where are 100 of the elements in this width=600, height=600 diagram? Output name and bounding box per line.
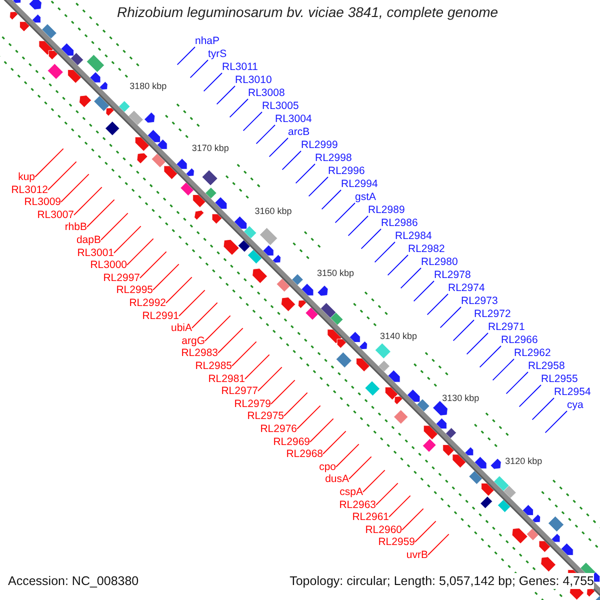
gene-label: uvrB xyxy=(406,549,428,561)
gene-label: arcB xyxy=(288,126,310,138)
leader-line xyxy=(203,72,222,92)
gene-label: RL2958 xyxy=(528,360,565,372)
gene-label: argG xyxy=(182,335,205,347)
gene-label: RL2998 xyxy=(315,152,352,164)
leader-line xyxy=(256,124,276,144)
gene-label: RL2968 xyxy=(286,448,323,460)
gene-label: RL2999 xyxy=(301,139,338,151)
gene-label: RL2972 xyxy=(474,308,511,320)
gene-label: RL2971 xyxy=(488,321,525,333)
gene-label: RL3001 xyxy=(77,247,114,259)
leader-line xyxy=(348,216,368,236)
gene-label: rhbB xyxy=(64,221,87,233)
gene-label: RL2983 xyxy=(181,347,218,359)
leader-line xyxy=(426,294,448,316)
scale-tick-label: 3150 kbp xyxy=(317,268,354,278)
leader-line xyxy=(506,372,528,394)
leader-line xyxy=(140,251,167,278)
gene-label: RL2997 xyxy=(103,272,140,284)
leader-line xyxy=(402,508,424,530)
gene-label: RL2966 xyxy=(501,334,538,346)
gene-label: RL2984 xyxy=(395,230,432,242)
leader-line xyxy=(374,242,396,263)
gene-label: kup xyxy=(18,171,35,183)
gene-label: RL2991 xyxy=(142,310,179,322)
leader-line xyxy=(362,470,386,492)
leader-line xyxy=(178,290,206,316)
leader-line xyxy=(400,268,422,289)
leader-line xyxy=(452,320,474,342)
gene-label: RL2955 xyxy=(541,373,578,385)
gene-label: RL2976 xyxy=(260,423,297,435)
gene-label: RL2954 xyxy=(554,386,591,398)
leader-line xyxy=(544,410,568,434)
gene-label: nhaP xyxy=(195,35,220,47)
gene-label: RL2979 xyxy=(234,398,271,410)
leader-line xyxy=(74,186,102,216)
scale-tick-label: 3120 kbp xyxy=(505,456,542,466)
gene-label: RL2960 xyxy=(365,524,402,536)
gene-label: RL2961 xyxy=(352,511,389,523)
gene-label: RL3011 xyxy=(222,61,258,73)
leader-line xyxy=(268,138,288,158)
leader-line xyxy=(376,482,398,506)
gene-label: RL2974 xyxy=(448,282,485,294)
leader-line xyxy=(232,341,257,366)
gene-label: RL2994 xyxy=(341,178,378,190)
leader-line xyxy=(282,150,302,170)
leader-line xyxy=(86,199,115,228)
leader-line xyxy=(479,346,502,368)
leader-line xyxy=(34,148,64,178)
gene-label: RL2977 xyxy=(221,385,258,397)
gene-label: cspA xyxy=(340,486,363,498)
leader-line xyxy=(360,228,382,250)
gene-label: tyrS xyxy=(208,48,227,60)
leader-line xyxy=(114,226,142,254)
leader-line xyxy=(310,418,334,442)
gene-label: RL3007 xyxy=(37,209,74,221)
gene-label: RL2963 xyxy=(339,499,376,511)
leader-line xyxy=(216,86,236,105)
leader-line xyxy=(242,112,262,132)
gene-label: RL3005 xyxy=(262,100,299,112)
leader-line xyxy=(334,202,356,224)
leader-line xyxy=(218,328,244,354)
gene-label: ubiA xyxy=(170,322,192,334)
leader-line xyxy=(518,384,542,408)
accession-note: Accession: NC_008380 xyxy=(8,573,139,589)
leader-line xyxy=(414,520,436,542)
gene-label: RL3000 xyxy=(90,259,127,271)
scale-tick-label: 3160 kbp xyxy=(254,206,292,216)
leader-line xyxy=(176,46,196,66)
leader-line xyxy=(532,398,554,420)
scale-tick-label: 3130 kbp xyxy=(442,393,480,404)
leader-line xyxy=(387,254,408,276)
leader-line xyxy=(413,280,434,302)
gene-label: RL2969 xyxy=(273,436,310,448)
leader-line xyxy=(192,302,218,328)
leader-line xyxy=(466,332,488,355)
leader-line xyxy=(492,358,514,381)
gene-label: RL2978 xyxy=(434,269,471,281)
leader-line xyxy=(322,430,346,454)
leader-line xyxy=(308,176,328,197)
scale-tick-label: 3140 kbp xyxy=(380,330,417,341)
gene-label: RL3009 xyxy=(24,196,61,208)
gene-label: RL2973 xyxy=(461,295,498,307)
leader-line xyxy=(229,98,248,118)
leader-line xyxy=(166,276,192,304)
scale-tick-label: 3180 kbp xyxy=(130,80,167,90)
title: Rhizobium leguminosarum bv. viciae 3841, complete genome xyxy=(117,3,498,21)
leader-line xyxy=(296,405,321,430)
gene-label: RL3010 xyxy=(235,74,272,86)
gene-label: RL2996 xyxy=(328,165,365,177)
gene-label: dapB xyxy=(76,234,101,246)
leader-line xyxy=(126,238,154,266)
leader-line xyxy=(258,366,282,392)
leader-line xyxy=(440,306,462,328)
gene-label: RL2989 xyxy=(368,204,405,216)
leader-line xyxy=(388,495,411,518)
gene-label: RL2959 xyxy=(378,536,415,548)
gene-label: RL3008 xyxy=(248,87,285,99)
leader-line xyxy=(295,164,316,184)
